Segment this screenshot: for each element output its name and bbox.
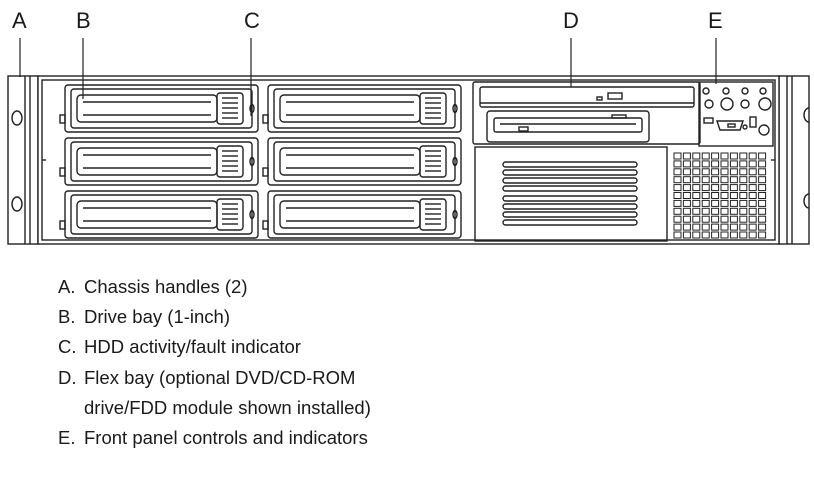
- hdd-activity-led: [249, 156, 255, 167]
- drive-tray: [262, 190, 462, 239]
- callout-D: D: [563, 8, 579, 33]
- legend-item-e: E. Front panel controls and indicators: [58, 423, 371, 453]
- callout-E: E: [708, 8, 723, 33]
- legend-text: Front panel controls and indicators: [84, 426, 368, 448]
- hdd-activity-led: [249, 103, 255, 114]
- drive-tray: [59, 84, 259, 133]
- hdd-activity-led: [249, 209, 255, 220]
- left-chassis-handle: [7, 75, 39, 245]
- front-panel-controls: [698, 81, 774, 147]
- drive-tray: [59, 190, 259, 239]
- hdd-activity-led: [452, 209, 458, 220]
- legend-text: Drive bay (1-inch): [84, 306, 230, 328]
- vent-slot: [502, 211, 638, 218]
- hdd-activity-led: [452, 103, 458, 114]
- legend-list: A. Chassis handles (2) B. Drive bay (1-i…: [58, 272, 371, 453]
- callout-A: A: [12, 8, 27, 33]
- right-chassis-handle: [778, 75, 810, 245]
- legend-text: drive/FDD module shown installed): [84, 396, 371, 418]
- legend-item-a: A. Chassis handles (2): [58, 272, 371, 302]
- drive-bay-group: [59, 84, 462, 239]
- vent-slot: [502, 169, 638, 176]
- legend-letter: B.: [58, 306, 76, 328]
- callout-leaders: [19, 38, 717, 116]
- legend-letter: D.: [58, 366, 77, 388]
- legend-letter: C.: [58, 336, 77, 358]
- vent-slot: [502, 203, 638, 210]
- callout-C: C: [244, 8, 260, 33]
- vent-slot: [502, 177, 638, 184]
- drive-tray: [59, 137, 259, 186]
- vent-panel: [474, 146, 668, 242]
- server-front-diagram: A B C D E: [7, 8, 810, 245]
- ventilation-grille: [673, 152, 767, 239]
- legend-text: HDD activity/fault indicator: [84, 336, 301, 358]
- legend-letter: E.: [58, 426, 76, 448]
- drive-tray: [262, 137, 462, 186]
- legend-item-b: B. Drive bay (1-inch): [58, 302, 371, 332]
- vent-slot: [502, 185, 638, 192]
- legend-item-c: C. HDD activity/fault indicator: [58, 332, 371, 362]
- dvd-drive: [479, 86, 695, 108]
- callout-B: B: [76, 8, 91, 33]
- fdd-drive: [486, 110, 650, 143]
- flex-bay: [472, 81, 701, 145]
- hdd-activity-led: [452, 156, 458, 167]
- vent-slot: [502, 161, 638, 168]
- vent-slot: [502, 195, 638, 202]
- vent-slot: [502, 219, 638, 226]
- legend-text: Chassis handles (2): [84, 276, 248, 297]
- legend-text: Flex bay (optional DVD/CD-ROM: [84, 366, 356, 388]
- legend-letter: [58, 393, 84, 423]
- legend-item-d: D. Flex bay (optional DVD/CD-ROM: [58, 363, 371, 393]
- chassis-body: [37, 75, 780, 245]
- legend-letter: A.: [58, 276, 76, 297]
- legend-item-d-continued: drive/FDD module shown installed): [58, 393, 371, 423]
- drive-tray: [262, 84, 462, 133]
